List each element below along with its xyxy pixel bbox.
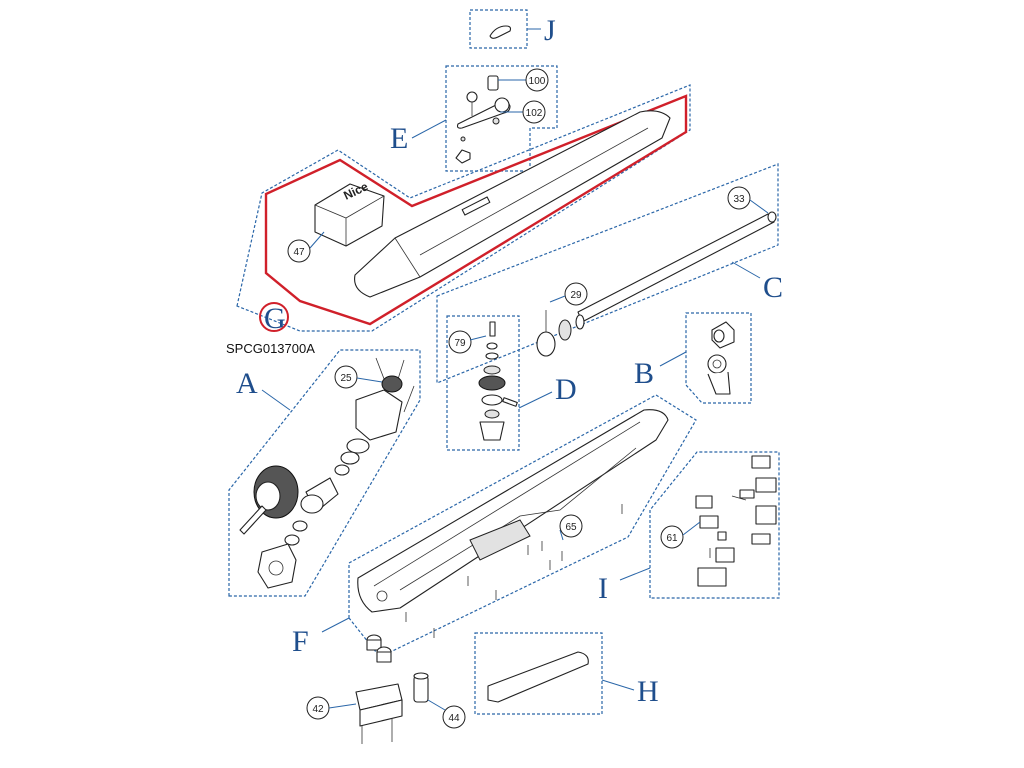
callout-47 [287, 239, 311, 263]
callout-79 [448, 330, 472, 354]
group-a[interactable]: 25 A [228, 349, 421, 597]
callout-29 [564, 282, 588, 306]
group-h[interactable]: H [474, 632, 659, 715]
group-label-g: G [264, 302, 286, 335]
terminal-cover-part [751, 455, 771, 469]
group-label-d: D [555, 373, 577, 406]
svg-text:42: 42 [312, 704, 324, 715]
callout-102 [522, 100, 546, 124]
group-label-i: I [598, 572, 608, 605]
group-label-b: B [634, 357, 654, 390]
svg-text:102: 102 [526, 108, 543, 119]
key-part-j [489, 25, 512, 39]
callout-65 [559, 514, 583, 538]
svg-text:44: 44 [448, 713, 460, 724]
group-label-h: H [637, 675, 659, 708]
base-housing-part [357, 409, 669, 613]
housing-screws [405, 504, 623, 638]
group-label-f: F [292, 625, 309, 658]
group-g[interactable]: Nice 47 G [236, 84, 691, 335]
release-cylinder-part [487, 75, 499, 91]
svg-text:25: 25 [340, 373, 352, 384]
group-c[interactable]: 33 29 C [436, 163, 783, 384]
bracket-eye-part [707, 354, 727, 374]
pin-part [489, 321, 496, 337]
limit-switch-part [755, 505, 777, 525]
svg-text:33: 33 [733, 194, 745, 205]
svg-text:79: 79 [454, 338, 466, 349]
callout-25 [334, 365, 358, 389]
motor-flange-part [355, 389, 403, 441]
group-i[interactable]: 61 I [598, 451, 780, 605]
svg-text:29: 29 [570, 290, 582, 301]
callout-33 [727, 186, 751, 210]
worm-gear-part [381, 375, 403, 393]
loose-parts[interactable]: 42 44 [306, 634, 466, 744]
group-d[interactable]: 79 D [446, 315, 577, 451]
cover-plate-part [487, 651, 589, 703]
group-j[interactable]: J [469, 9, 556, 49]
output-gear-part [479, 421, 505, 441]
shaft-nut-part [558, 319, 572, 341]
svg-text:100: 100 [529, 76, 546, 87]
release-latch-part [455, 149, 471, 164]
svg-text:61: 61 [666, 533, 678, 544]
control-unit-cover-part [314, 183, 385, 247]
group-e[interactable]: 100 102 E [390, 65, 558, 172]
group-b[interactable]: B [634, 312, 752, 404]
motor-endcap-part [257, 543, 297, 589]
group-g-highlight-circle [259, 302, 289, 332]
group-label-j: J [544, 14, 556, 47]
svg-text:65: 65 [565, 522, 577, 533]
diagram-code: SPCG013700A [226, 341, 315, 356]
switch-bracket-part [697, 567, 727, 587]
highlight-outline [264, 94, 688, 326]
group-label-c: C [763, 271, 783, 304]
svg-text:47: 47 [293, 247, 305, 258]
group-label-a: A [236, 367, 258, 400]
group-label-e: E [390, 122, 408, 155]
bevel-gear-part [536, 331, 556, 357]
callout-100 [525, 68, 549, 92]
bearing-part [478, 375, 506, 391]
callout-44 [442, 705, 466, 729]
fuse-part [413, 675, 429, 703]
callout-61 [660, 525, 684, 549]
